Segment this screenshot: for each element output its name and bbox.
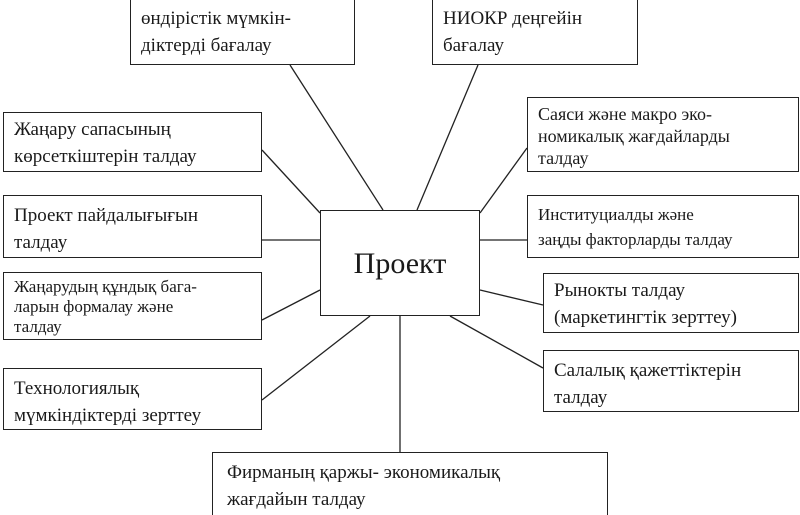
box-text: НИОКР деңгейін [443,8,583,29]
box-market-analysis: Рынокты талдау (маркетингтік зерттеу) [543,273,799,333]
box-political-macro: Саяси және макро эко- номикалық жағдайла… [527,97,799,172]
connector [261,149,321,214]
connector [289,64,384,211]
connector [416,64,479,211]
box-financial-economic: Фирманың қаржы- экономикалық жағдайын та… [212,452,608,515]
box-text: номикалық жағдайларды [538,126,730,146]
connector [261,289,321,321]
box-text: талдау [14,232,68,253]
box-text: Саяси және макро эко- [538,104,712,124]
box-text: талдау [14,317,62,336]
box-text: Жаңарудың құндық бага- [14,277,197,296]
box-text: талдау [554,387,608,408]
box-text: заңды факторларды талдау [538,230,733,249]
center-project-box: Проект [320,210,480,316]
box-text: бағалау [443,35,504,56]
box-technology-research: Технологиялық мүмкіндіктерді зерттеу [3,368,262,430]
connector [449,315,544,369]
box-text: жағдайын талдау [227,489,366,510]
box-production-capabilities: өндірістік мүмкін- діктерді бағалау [130,0,355,65]
box-industry-needs: Салалық қажеттіктерін талдау [543,350,799,412]
box-innovation-value: Жаңарудың құндық бага- ларын формалау жә… [3,272,262,340]
box-text: Рынокты талдау [554,280,686,301]
box-text: талдау [538,148,589,168]
box-text: Фирманың қаржы- экономикалық [227,462,501,483]
box-innovation-quality: Жаңару сапасының көрсеткіштерін талдау [3,112,262,172]
box-project-utility: Проект пайдалығығын талдау [3,195,262,258]
box-text: өндірістік мүмкін- [141,8,291,29]
connector [479,147,528,214]
connector [261,315,371,401]
box-text: Салалық қажеттіктерін [554,360,742,381]
connector [479,289,544,306]
box-text: көрсеткіштерін талдау [14,146,197,167]
center-label: Проект [353,246,447,280]
box-text: Технологиялық [14,378,140,399]
box-text: діктерді бағалау [141,35,272,56]
box-text: Институциалды және [538,205,694,224]
box-institutional-legal: Институциалды және заңды факторларды тал… [527,195,799,258]
box-text: ларын формалау және [14,297,174,316]
box-text: мүмкіндіктерді зерттеу [14,405,202,426]
box-text: Проект пайдалығығын [14,205,198,226]
box-text: (маркетингтік зерттеу) [554,307,737,328]
box-rnd-level: НИОКР деңгейін бағалау [432,0,638,65]
box-text: Жаңару сапасының [14,119,171,140]
